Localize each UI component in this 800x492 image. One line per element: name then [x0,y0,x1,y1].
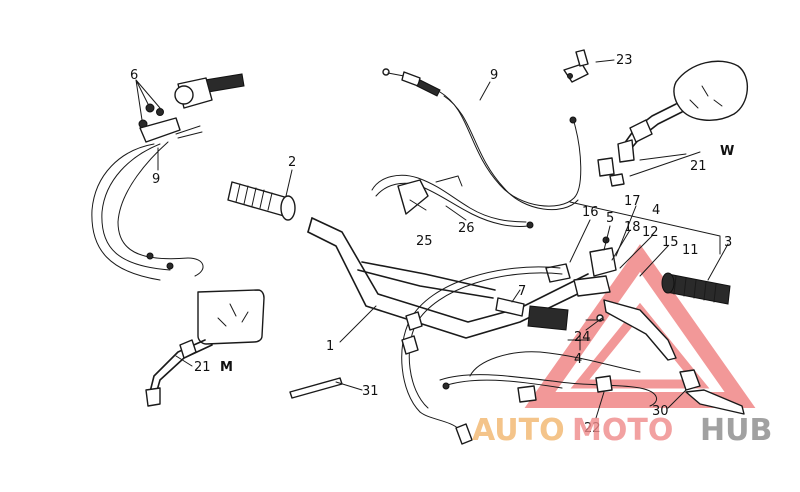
label-variant-m: M [220,360,233,375]
watermark-auto: AUTO [472,413,565,448]
label-part-1: 1 [326,339,334,354]
switch-wiring [371,174,534,229]
clamp-part [563,49,589,83]
label-part-3: 3 [724,235,732,250]
watermark-text: AUTO MOTO HUB [472,413,772,448]
right-grip [661,272,731,305]
left-grip [227,181,296,221]
label-part-11: 11 [682,243,699,258]
clutch-switch-assembly [495,263,571,331]
label-part-21-left: 21 [194,360,211,375]
label-part-6: 6 [130,68,138,83]
label-part-21-right: 21 [690,159,707,174]
label-part-9-left: 9 [152,172,160,187]
label-part-9-top: 9 [490,68,498,83]
label-part-5: 5 [606,211,614,226]
label-part-26: 26 [458,221,475,236]
brake-lever-assembly [573,236,677,361]
label-part-22: 22 [584,421,601,436]
label-part-2: 2 [288,155,296,170]
label-part-24: 24 [574,330,591,345]
watermark-hub: HUB [700,413,772,448]
label-part-4-top: 4 [652,203,660,218]
left-mirror [145,289,265,407]
leader-lines [135,59,729,419]
lower-cable [439,351,658,407]
clutch-lever [679,369,745,415]
label-part-15: 15 [662,235,679,250]
label-part-25: 25 [416,234,433,249]
label-part-16: 16 [582,205,599,220]
throttle-cable [382,68,582,211]
right-mirror [597,60,749,187]
label-part-7: 7 [518,284,526,299]
throttle-grip-assembly [91,73,245,281]
watermark-triangle-outer [524,244,756,408]
label-part-31: 31 [362,384,379,399]
part-number-labels: 6 9 2 9 23 W 21 17 4 16 5 18 12 15 11 3 … [130,53,734,436]
clutch-cable [401,266,563,445]
label-variant-w: W [720,144,734,159]
label-part-23: 23 [616,53,633,68]
label-part-18: 18 [624,220,641,235]
label-part-17: 17 [624,194,641,209]
label-part-12: 12 [642,225,659,240]
cable-tie [289,377,343,399]
watermark-moto: MOTO [572,413,673,448]
label-part-30: 30 [652,404,669,419]
label-part-4-bottom: 4 [574,352,582,367]
